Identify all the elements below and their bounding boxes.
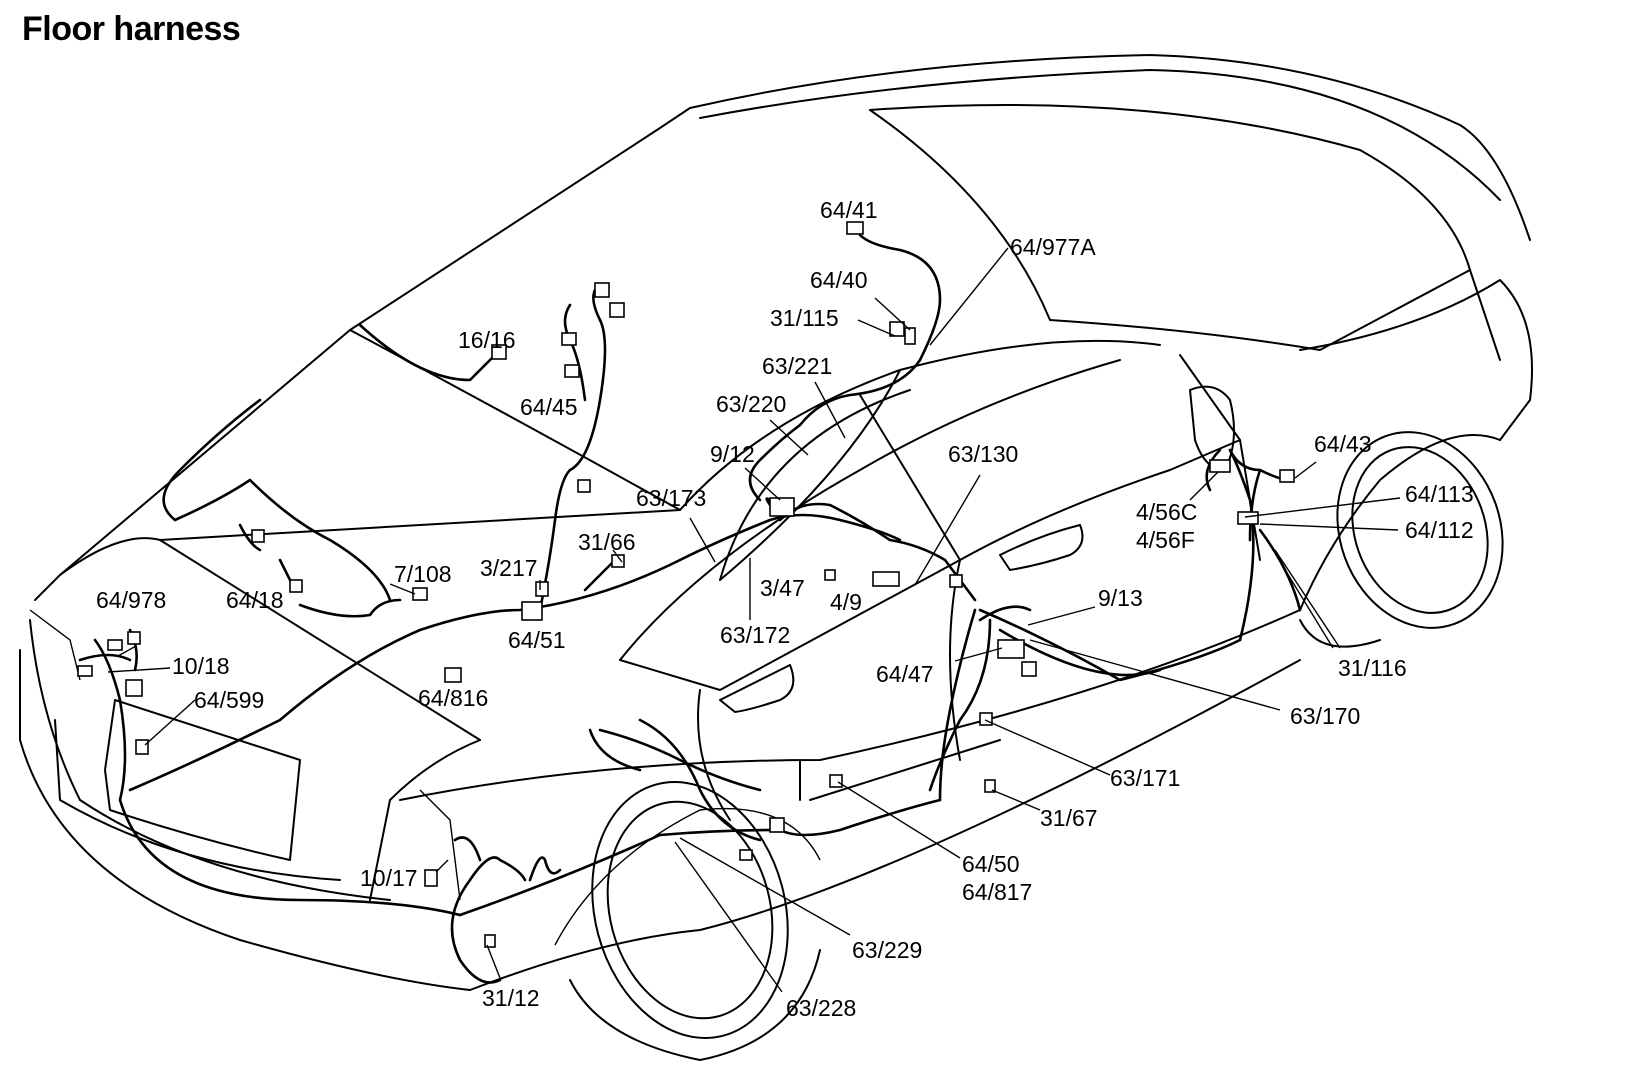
- label-63-173: 63/173: [636, 485, 706, 511]
- label-64-41: 64/41: [820, 197, 878, 223]
- label-10-18: 10/18: [172, 653, 230, 679]
- label-64-112: 64/112: [1405, 517, 1474, 543]
- label-16-16: 16/16: [458, 327, 516, 353]
- label-64-43: 64/43: [1314, 431, 1372, 457]
- label-3-217: 3/217: [480, 555, 538, 581]
- label-64-45: 64/45: [520, 394, 578, 420]
- label-63-229: 63/229: [852, 937, 922, 963]
- label-64-817: 64/817: [962, 879, 1032, 905]
- label-9-13: 9/13: [1098, 585, 1143, 611]
- callout-labels: 64/41 64/977A 64/40 31/115 16/16 63/221 …: [96, 197, 1474, 1021]
- label-31-67: 31/67: [1040, 805, 1098, 831]
- label-63-172: 63/172: [720, 622, 790, 648]
- label-31-12: 31/12: [482, 985, 540, 1011]
- label-4-56f: 4/56F: [1136, 527, 1195, 553]
- label-63-170: 63/170: [1290, 703, 1360, 729]
- label-31-66: 31/66: [578, 529, 636, 555]
- label-64-599: 64/599: [194, 687, 264, 713]
- label-64-978: 64/978: [96, 587, 166, 613]
- label-10-17: 10/17: [360, 865, 418, 891]
- label-64-977a: 64/977A: [1010, 234, 1096, 260]
- label-7-108: 7/108: [394, 561, 452, 587]
- label-31-115: 31/115: [770, 305, 839, 331]
- label-64-40: 64/40: [810, 267, 868, 293]
- leader-lines: [107, 247, 1401, 993]
- label-64-47: 64/47: [876, 661, 934, 687]
- label-64-50: 64/50: [962, 851, 1020, 877]
- label-64-816: 64/816: [418, 685, 488, 711]
- page-title: Floor harness: [22, 10, 241, 48]
- label-64-113: 64/113: [1405, 481, 1474, 507]
- label-63-221: 63/221: [762, 353, 832, 379]
- label-63-171: 63/171: [1110, 765, 1180, 791]
- label-64-18: 64/18: [226, 587, 284, 613]
- label-4-9: 4/9: [830, 589, 862, 615]
- label-9-12: 9/12: [710, 441, 755, 467]
- car-body: [19, 54, 1533, 1061]
- label-4-56c: 4/56C: [1136, 499, 1197, 525]
- label-63-130: 63/130: [948, 441, 1018, 467]
- connectors: [77, 221, 1295, 948]
- label-63-228: 63/228: [786, 995, 856, 1021]
- label-31-116: 31/116: [1338, 655, 1407, 681]
- label-63-220: 63/220: [716, 391, 786, 417]
- label-64-51: 64/51: [508, 627, 566, 653]
- label-3-47: 3/47: [760, 575, 805, 601]
